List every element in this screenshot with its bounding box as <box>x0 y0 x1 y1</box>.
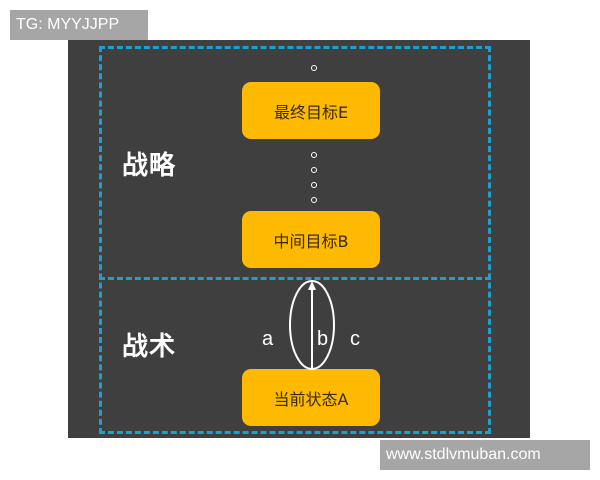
ellipsis-dot-icon <box>311 65 317 71</box>
node-intermediate-goal: 中间目标B <box>242 211 380 268</box>
ellipsis-dot-icon <box>311 152 317 158</box>
strategy-tactics-divider <box>99 277 491 280</box>
watermark-top-left: TG: MYYJJPP <box>10 10 148 40</box>
ellipsis-dot-icon <box>311 182 317 188</box>
node-intermediate-goal-label: 中间目标B <box>273 231 349 251</box>
path-b-label: b <box>317 328 329 350</box>
node-final-goal: 最终目标E <box>242 82 380 139</box>
path-c-label: c <box>350 328 360 350</box>
node-final-goal-label: 最终目标E <box>273 102 349 122</box>
ellipsis-dot-icon <box>311 167 317 173</box>
watermark-bottom-right: www.stdlvmuban.com <box>380 440 590 470</box>
ellipsis-dot-icon <box>311 197 317 203</box>
path-a-label: a <box>262 328 274 350</box>
strategy-label: 战略 <box>122 151 177 181</box>
node-current-state-label: 当前状态A <box>273 389 349 409</box>
node-current-state: 当前状态A <box>242 369 380 426</box>
dashed-boundary <box>99 46 491 434</box>
tactics-label: 战术 <box>122 332 177 362</box>
